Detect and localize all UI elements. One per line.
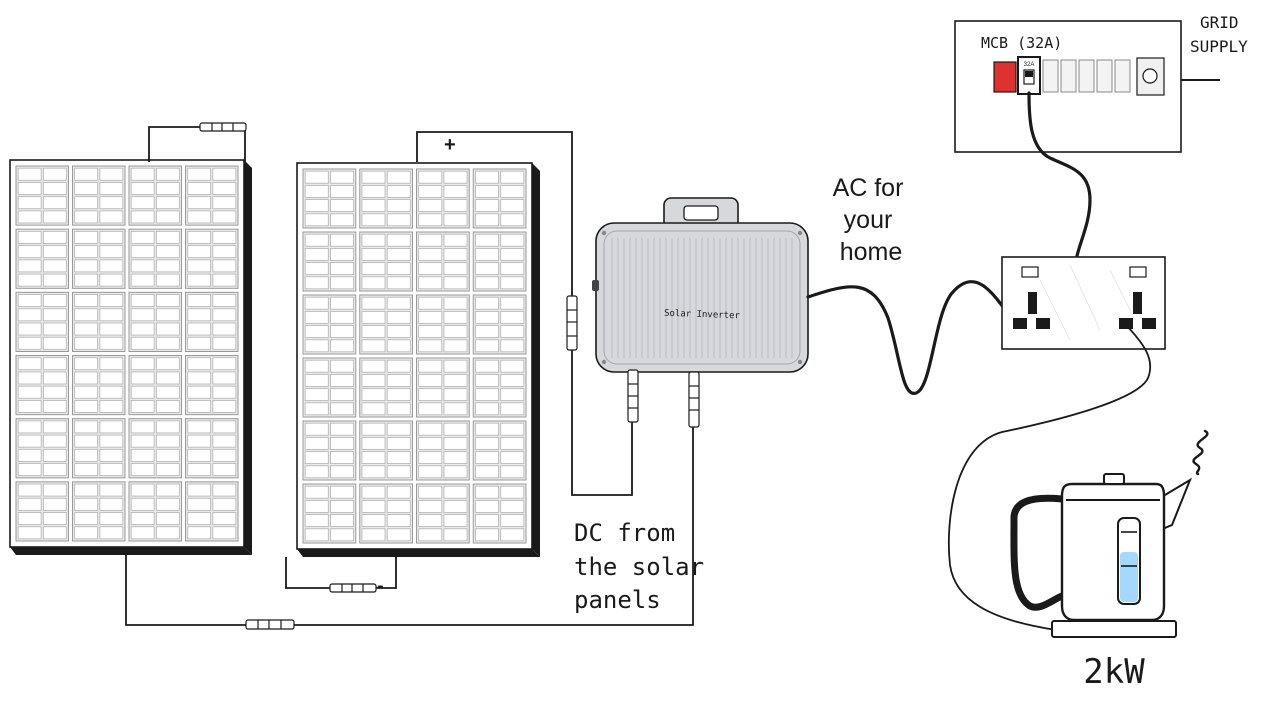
- dc-label-line1: DC from: [574, 519, 675, 547]
- mcb-label: MCB (32A): [981, 34, 1062, 52]
- mc4-connector-vertical: [566, 295, 578, 351]
- mcb-rating-tag: 32A: [1024, 62, 1035, 68]
- positive-marker: +: [444, 134, 456, 156]
- solar-panel-right: [296, 162, 540, 557]
- consumer-unit: 32A MCB (32A): [954, 20, 1220, 153]
- double-wall-socket: [1001, 256, 1166, 350]
- panel-cell-grid: [15, 165, 239, 542]
- steam-icon: [1192, 429, 1209, 476]
- water-level-fill: [1120, 552, 1138, 602]
- dc-label-line2: the solar: [574, 553, 704, 581]
- inverter-label: Solar Inverter: [664, 309, 741, 322]
- solar-panel-left: [9, 159, 252, 555]
- ac-label-line3: home: [840, 238, 903, 266]
- kettle-icon: [1010, 429, 1209, 638]
- dc-label-line3: panels: [574, 586, 661, 614]
- grid-supply-label-line1: GRID: [1200, 13, 1239, 32]
- panel-cell-grid: [302, 168, 527, 544]
- inverter-dc-port-right: [688, 371, 700, 428]
- kettle-cable: [947, 324, 1152, 631]
- inverter-dc-port-left: [627, 369, 639, 423]
- mcb-to-socket-cable: [1027, 91, 1092, 258]
- negative-marker: -: [377, 575, 384, 597]
- load-rating-label: 2kW: [1083, 652, 1145, 692]
- ac-label-line2: your: [844, 206, 893, 234]
- dc-wiring: [125, 126, 694, 626]
- mc4-connector-bottom-link: [329, 583, 377, 593]
- grid-supply-label-line2: SUPPLY: [1190, 37, 1248, 56]
- ac-label-line1: AC for: [833, 174, 904, 202]
- mc4-connector-bottom-run: [245, 619, 295, 630]
- solar-inverter: Solar Inverter: [592, 197, 809, 428]
- ac-cable: [806, 280, 1020, 395]
- mc4-connector-top: [199, 122, 247, 132]
- inverter-heatsink-ribs: [611, 238, 793, 358]
- main-switch-red: [993, 61, 1017, 93]
- socket-outlet-left: [1013, 266, 1050, 329]
- socket-outlet-right: [1119, 266, 1156, 329]
